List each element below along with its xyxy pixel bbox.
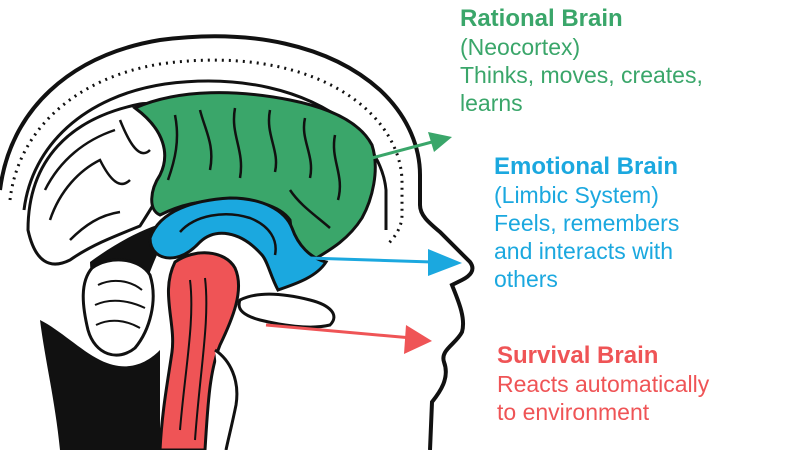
survival-brain-region: [158, 251, 240, 450]
head-outline: [0, 34, 475, 450]
rational-brain-line-3: learns: [460, 90, 523, 117]
rational-arrow-head: [428, 132, 452, 152]
survival-brain-line-1: Reacts automatically: [497, 371, 710, 398]
rational-arrow-line: [371, 140, 433, 160]
survival-arrow-line: [265, 323, 413, 340]
rational-brain-line-1: (Neocortex): [460, 34, 581, 61]
emotional-brain-line-3: and interacts with: [494, 238, 673, 265]
limbic-curve: [179, 213, 277, 256]
survival-brain-label: Survival Brain Reacts automatically to e…: [497, 341, 709, 426]
emotional-arrow-head: [428, 249, 462, 276]
brainstem-fibers: [179, 277, 208, 441]
white-cortex-folds: [43, 119, 151, 241]
facial-bone: [237, 292, 336, 329]
emotional-brain-line-2: Feels, remembers: [494, 210, 680, 237]
emotional-arrow-line: [307, 256, 433, 264]
emotional-brain-title: Emotional Brain: [494, 153, 679, 180]
rational-brain-folds: [166, 107, 342, 229]
spine-bones: [214, 348, 239, 450]
survival-arrow-head: [404, 325, 432, 354]
survival-brain-title: Survival Brain: [497, 342, 659, 369]
rational-brain-title: Rational Brain: [460, 5, 623, 32]
rational-brain-label: Rational Brain (Neocortex) Thinks, moves…: [460, 4, 703, 117]
emotional-brain-line-1: (Limbic System): [494, 182, 659, 209]
emotional-brain-line-4: others: [494, 266, 558, 293]
neck-dark-area: [40, 320, 160, 450]
cerebellum-folds: [94, 279, 146, 329]
survival-brain-line-2: to environment: [497, 399, 650, 426]
rational-brain-line-2: Thinks, moves, creates,: [460, 62, 703, 89]
emotional-brain-label: Emotional Brain (Limbic System) Feels, r…: [494, 152, 679, 293]
